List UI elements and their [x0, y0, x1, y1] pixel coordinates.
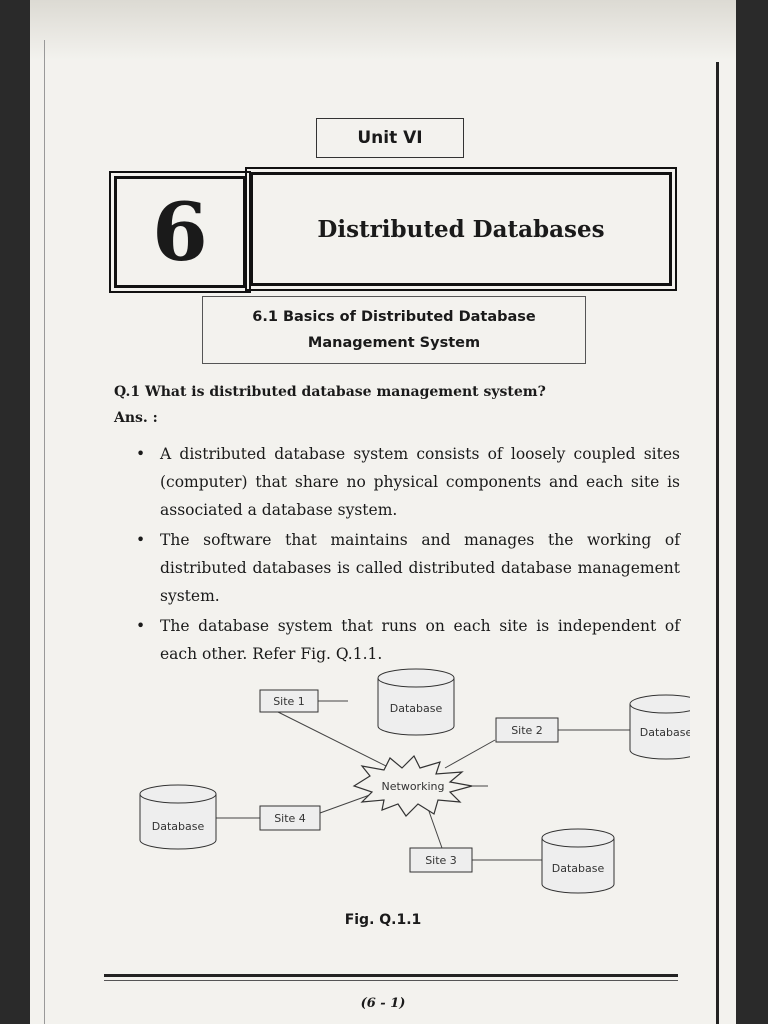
list-item: •A distributed database system consists …	[132, 440, 680, 524]
right-margin-line	[716, 62, 719, 1024]
section-heading: 6.1 Basics of Distributed Database Manag…	[202, 296, 586, 364]
site-4-label: Site 4	[274, 812, 306, 825]
database-3-label: Database	[552, 862, 605, 875]
site-4-box	[259, 805, 321, 831]
list-item: •The software that maintains and manages…	[132, 526, 680, 610]
site-1-box	[259, 689, 319, 713]
connector-site2-net	[444, 739, 496, 769]
answer-label: Ans. :	[114, 410, 158, 426]
connector-site1-net	[269, 707, 391, 769]
database-4-icon	[139, 784, 217, 850]
distributed-db-diagram: Networking Site 1 Site 2 Site 3 Site 4 D…	[139, 668, 690, 894]
database-3-icon	[541, 828, 615, 894]
site-2-box	[495, 717, 559, 743]
footer-rule	[104, 974, 678, 977]
page-number: (6 - 1)	[360, 996, 406, 1011]
database-4-label: Database	[152, 820, 205, 833]
bullet-icon: •	[136, 617, 146, 635]
question-heading: Q.1 What is distributed database managem…	[114, 384, 546, 400]
answer-bullet-list: •A distributed database system consists …	[132, 440, 680, 670]
footer-rule-thin	[104, 980, 678, 981]
left-margin-line	[44, 40, 45, 1024]
section-heading-line-2: Management System	[307, 335, 481, 351]
site-2-label: Site 2	[511, 724, 543, 737]
chapter-number: 6	[109, 171, 251, 293]
database-1-icon	[377, 668, 455, 736]
figure-caption: Fig. Q.1.1	[344, 912, 422, 928]
list-item: •The database system that runs on each s…	[132, 612, 680, 668]
bullet-icon: •	[136, 531, 146, 549]
page-top-shadow	[30, 0, 736, 60]
unit-label: Unit VI	[316, 118, 464, 158]
site-1-label: Site 1	[273, 695, 305, 708]
networking-label: Networking	[382, 780, 445, 793]
section-heading-line-1: 6.1 Basics of Distributed Database	[252, 309, 536, 325]
book-page: Unit VI 6 Distributed Databases 6.1 Basi…	[30, 0, 736, 1024]
site-3-label: Site 3	[425, 854, 457, 867]
chapter-title: Distributed Databases	[245, 167, 677, 291]
database-2-icon	[629, 694, 690, 760]
site-3-box	[409, 847, 473, 873]
networking-burst-icon	[352, 754, 473, 817]
bullet-icon: •	[136, 445, 146, 463]
database-2-label: Database	[640, 726, 690, 739]
database-1-label: Database	[390, 702, 443, 715]
